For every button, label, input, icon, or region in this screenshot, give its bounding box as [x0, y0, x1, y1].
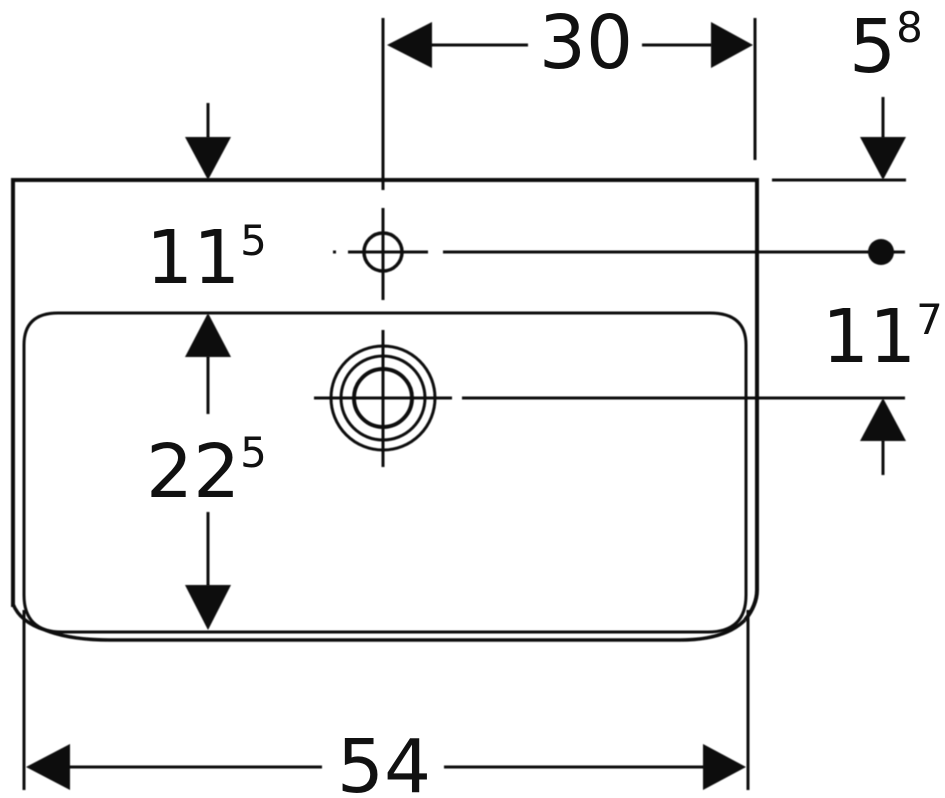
basin-outer-outline	[11, 178, 759, 622]
drain-inner-ring	[352, 367, 414, 429]
dim-30-arrow-left	[387, 22, 432, 68]
drain-middle-ring	[339, 354, 427, 442]
dim-22-5-arrow-up	[185, 313, 231, 357]
dim-22-5-base: 22	[146, 429, 240, 515]
dim-11-7-base: 11	[822, 294, 916, 380]
reference-point-dot	[868, 239, 894, 265]
dim-11-5-arrow-down	[185, 137, 231, 180]
dim-11-7-superscript: 7	[916, 295, 943, 344]
dim-5-8-base: 5	[849, 4, 896, 90]
bowl-inner-outline	[22, 311, 748, 634]
dim-54-label: 54	[337, 724, 431, 798]
dim-11-5-base: 11	[146, 215, 240, 301]
dim-11-5-superscript: 5	[240, 216, 267, 265]
dim-30-arrow-right	[711, 22, 753, 68]
dim-5-8-label: 58	[849, 3, 923, 90]
tap-hole-circle	[362, 231, 404, 273]
dim-54-arrow-right	[703, 744, 746, 790]
dim-11-5-label: 115	[146, 215, 267, 301]
dim-54-arrow-left	[26, 744, 70, 790]
dim-22-5-arrow-down	[185, 585, 231, 630]
dim-22-5-label: 225	[146, 428, 267, 515]
dim-5-8-arrow-down	[860, 137, 906, 180]
dim-11-7-label: 117	[822, 294, 943, 380]
dim-22-5-superscript: 5	[240, 428, 267, 477]
dim-5-8-superscript: 8	[896, 3, 923, 52]
dim-30-label: 30	[539, 0, 633, 86]
basin-outer-lower-edge	[11, 603, 747, 642]
dim-11-7-arrow-up	[860, 398, 906, 441]
drain-outer-ring	[329, 344, 437, 452]
